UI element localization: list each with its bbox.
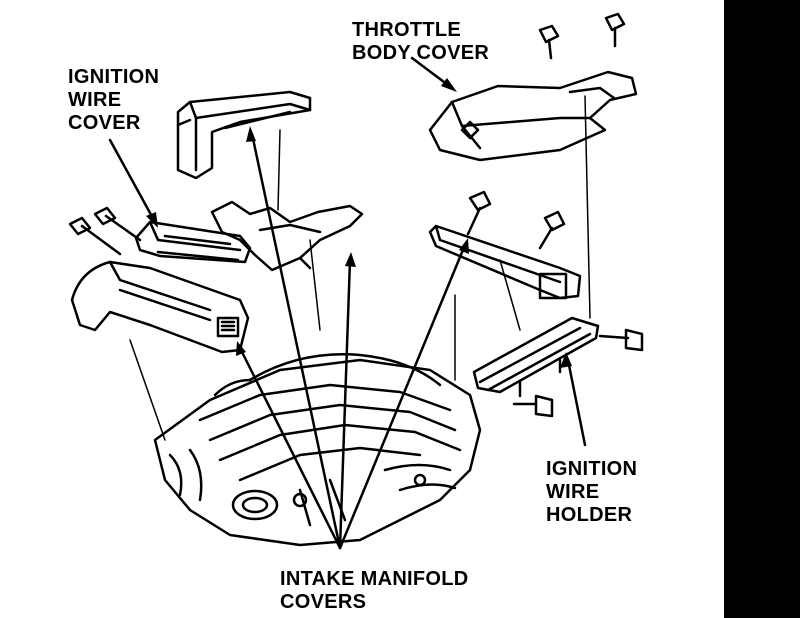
- label-cover-line-1: IGNITION: [68, 66, 160, 88]
- label-holder-line-2: WIRE: [546, 481, 600, 503]
- label-throttle-line-2: BODY COVER: [352, 42, 490, 64]
- arrow-heads: [146, 78, 572, 368]
- label-holder-line-1: IGNITION: [546, 458, 638, 480]
- label-throttle-body-cover: THROTTLE BODY COVER: [352, 19, 489, 65]
- intake-manifold-cover-upper: [176, 90, 312, 180]
- ignition-wire-holder: [472, 316, 600, 398]
- bracket-right: [428, 224, 582, 300]
- label-throttle-line-1: THROTTLE: [352, 19, 462, 41]
- holder-bolts: [512, 328, 644, 418]
- left-side-cover: [70, 260, 250, 354]
- right-edge-bar: [724, 0, 800, 618]
- leader-lines: [108, 56, 587, 550]
- label-intake-line-1: INTAKE MANIFOLD: [280, 568, 469, 590]
- alignment-lines: [129, 95, 591, 441]
- bracket-bolts: [466, 190, 566, 250]
- throttle-bolts: [538, 12, 626, 60]
- left-bolts: [68, 206, 142, 256]
- throttle-body-cover: [428, 70, 638, 162]
- label-ignition-wire-holder: IGNITION WIRE HOLDER: [546, 458, 637, 527]
- ignition-wire-cover: [134, 220, 252, 264]
- label-intake-manifold-covers: INTAKE MANIFOLD COVERS: [280, 568, 469, 614]
- label-intake-line-2: COVERS: [280, 591, 367, 613]
- label-cover-line-2: WIRE: [68, 89, 122, 111]
- label-ignition-wire-cover: IGNITION WIRE COVER: [68, 66, 159, 135]
- label-holder-line-3: HOLDER: [546, 504, 633, 526]
- intake-manifold-cover-middle: [210, 200, 364, 272]
- label-cover-line-3: COVER: [68, 112, 141, 134]
- engine-block: [153, 353, 482, 547]
